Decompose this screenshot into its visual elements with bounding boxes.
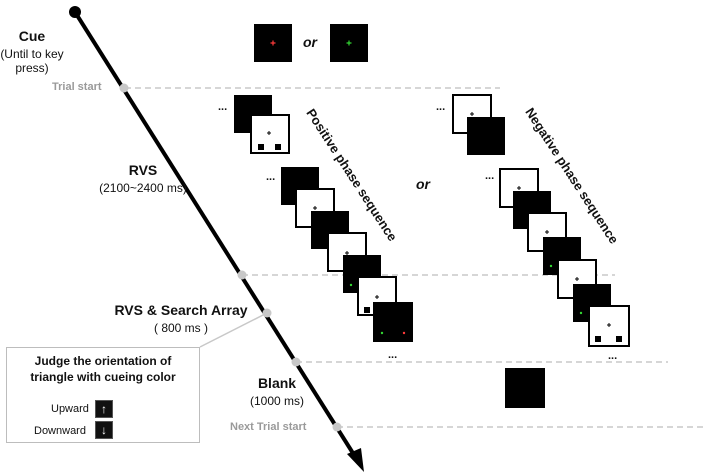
neg-frame-search-array xyxy=(588,305,630,347)
stage-rvs-search: RVS & Search Array ( 800 ms ) xyxy=(96,302,266,335)
response-downward-label: Downward xyxy=(34,425,86,437)
timeline-marker-blank xyxy=(291,357,301,367)
positive-sequence xyxy=(234,95,413,342)
cue-frame-green xyxy=(330,24,368,62)
marker-trial-start: Trial start xyxy=(52,81,102,93)
stage-cue: Cue (Until to key press) xyxy=(0,28,64,76)
stage-rvs-search-duration: ( 800 ms ) xyxy=(153,320,208,335)
or-label-sequence: or xyxy=(416,176,430,192)
timeline-marker-response xyxy=(262,308,272,318)
stage-rvs-duration: (2100~2400 ms) xyxy=(99,180,187,195)
ellipsis-neg-top: ... xyxy=(436,101,446,113)
stage-blank: Blank (1000 ms) xyxy=(232,375,322,408)
pos-frame-search-array xyxy=(373,302,413,342)
response-title-line2: triangle with cueing color xyxy=(30,370,176,384)
pos-frame-2 xyxy=(250,114,290,154)
response-box: Judge the orientation of triangle with c… xyxy=(6,347,200,443)
ellipsis-neg-mid: ... xyxy=(485,170,495,182)
ellipsis-neg-end: ... xyxy=(608,350,618,362)
stage-blank-duration: (1000 ms) xyxy=(249,393,305,408)
ellipsis-pos-end: ... xyxy=(388,349,398,361)
stage-rvs-title: RVS xyxy=(128,162,158,178)
neg-frame-2 xyxy=(467,117,505,155)
negative-sequence xyxy=(452,94,630,347)
response-title-line1: Judge the orientation of xyxy=(34,354,172,368)
stage-rvs-search-title: RVS & Search Array xyxy=(114,302,248,318)
arrow-up-key-icon[interactable]: ↑ xyxy=(95,400,113,418)
stage-cue-duration: (Until to key press) xyxy=(0,46,64,76)
response-upward-label: Upward xyxy=(51,403,89,415)
timeline-marker-rvs-search xyxy=(237,270,247,280)
stage-rvs: RVS (2100~2400 ms) xyxy=(88,162,198,195)
timeline-marker-trial-start xyxy=(119,83,129,93)
arrow-down-key-icon[interactable]: ↓ xyxy=(95,421,113,439)
stage-blank-title: Blank xyxy=(257,375,297,391)
ellipsis-pos-top: ... xyxy=(218,101,228,113)
marker-next-trial-start: Next Trial start xyxy=(230,421,307,433)
timeline-marker-next-trial xyxy=(332,422,342,432)
timeline-start-dot xyxy=(69,6,81,18)
ellipsis-pos-mid: ... xyxy=(266,171,276,183)
or-label-cue: or xyxy=(303,34,317,50)
blank-frame xyxy=(505,368,545,408)
cue-frame-red xyxy=(254,24,292,62)
stage-cue-title: Cue xyxy=(18,28,46,44)
guide-response-connector xyxy=(199,312,268,348)
timeline-arrowhead xyxy=(347,448,364,472)
